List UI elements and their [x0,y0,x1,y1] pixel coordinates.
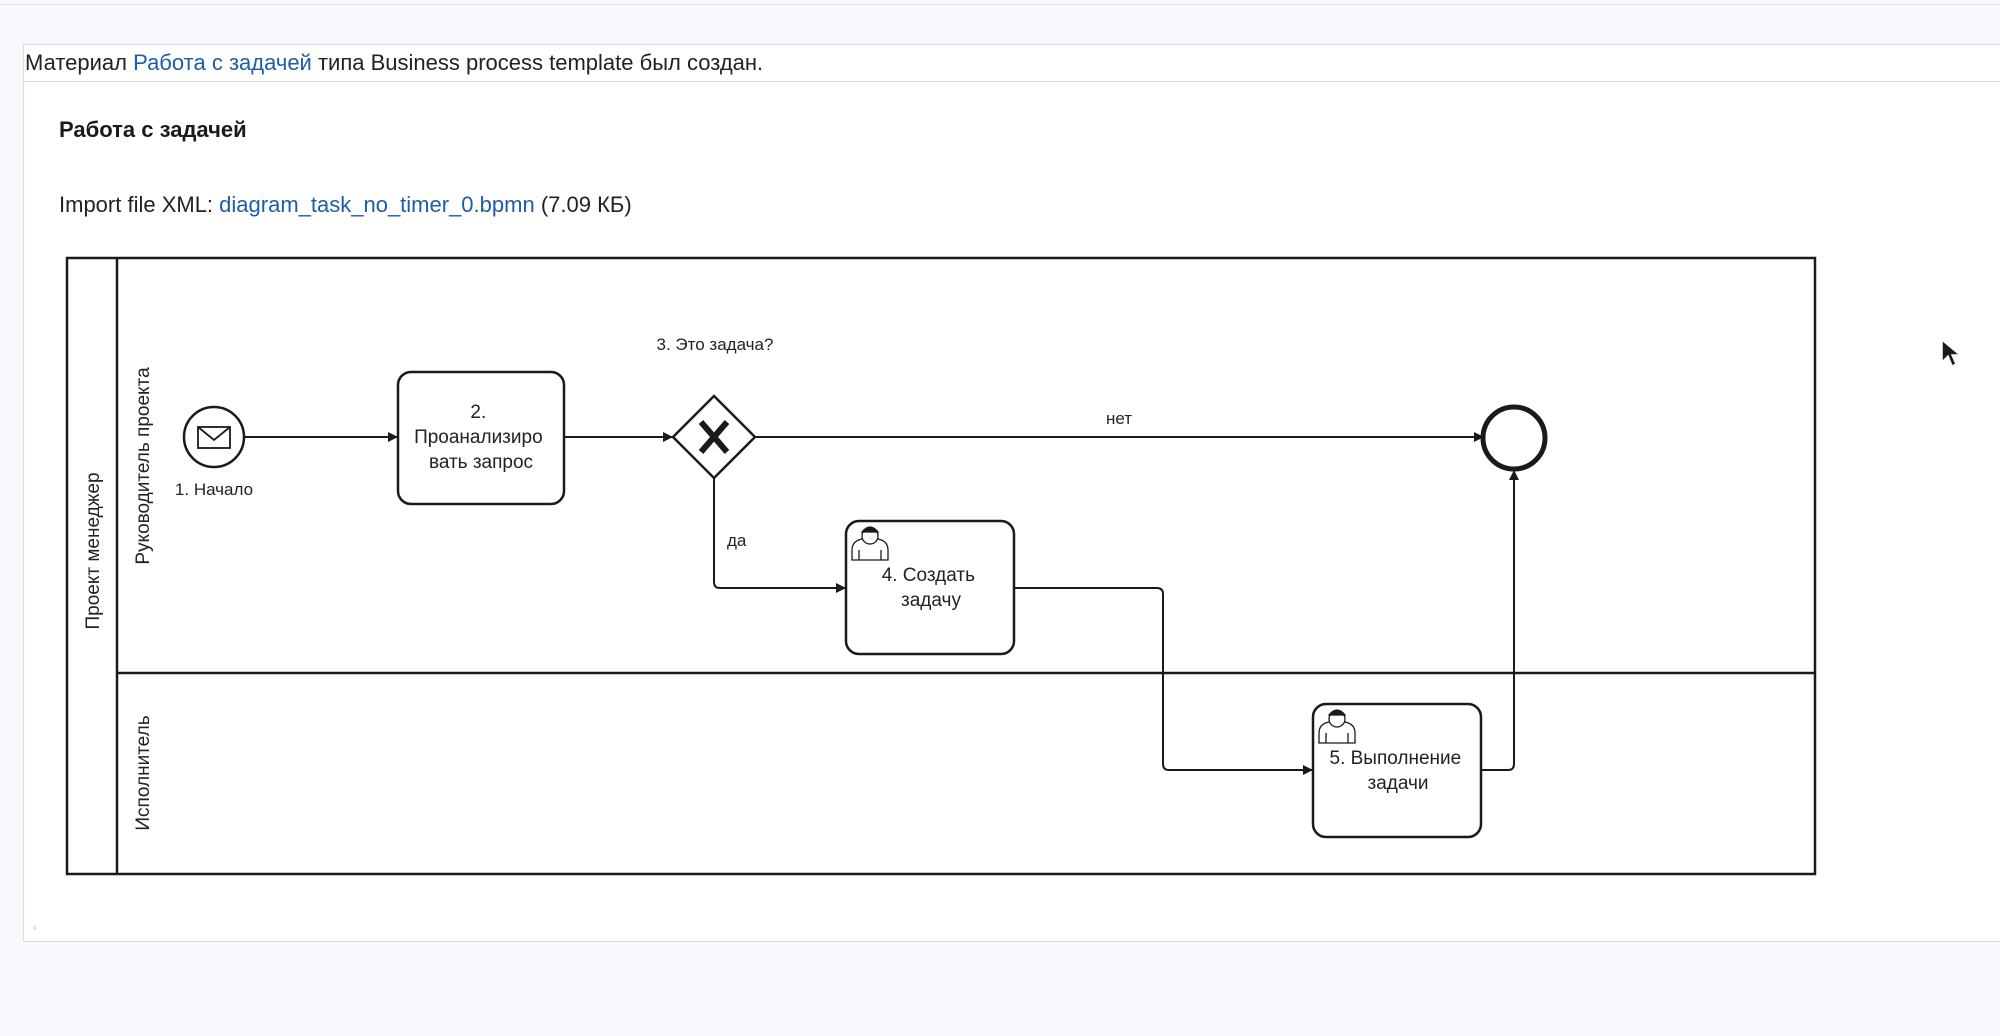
task-create-task[interactable]: 4. Создать задачу [844,519,1016,656]
task-analyze-line2: Проанализиро [414,427,543,448]
user-icon [851,526,889,561]
end-event[interactable] [1480,404,1548,472]
top-divider [0,4,2000,5]
gateway-label: 3. Это задача? [657,335,774,354]
flow-create-to-execute[interactable] [1014,587,1313,775]
bpmn-file-link[interactable]: diagram_task_no_timer_0.bpmn [219,192,535,217]
task-execute-line1: 5. Выполнение [1330,748,1462,769]
envelope-icon [197,426,231,449]
sequence-flows [245,432,1519,775]
user-icon [1318,709,1356,744]
flow-execute-to-end[interactable] [1481,470,1519,771]
lane-executor-label: Исполнитель [133,715,154,830]
task-analyze-request[interactable]: 2. Проанализиро вать запрос [396,370,566,506]
scroll-indicator[interactable]: ‹ [33,920,37,934]
status-message: Материал Работа с задачей типа Business … [23,44,2000,82]
import-file-label: Import file XML: [59,192,214,217]
pool: Проект менеджер [65,256,1817,876]
task-analyze-line3: вать запрос [429,452,533,473]
lane-manager: Руководитель проекта [117,367,1815,675]
flow-gateway-to-create[interactable] [713,478,846,593]
svg-text:5. Выполнение задачи: 5. Выполнение задачи [1330,748,1467,794]
message-suffix: типа Business process template был созда… [317,50,764,75]
file-size: (7.09 КБ) [540,192,632,217]
import-file-line: Import file XML: diagram_task_no_timer_0… [59,192,632,218]
x-icon [698,420,730,454]
exclusive-gateway[interactable] [671,394,757,480]
svg-text:4. Создать задачу: 4. Создать задачу [882,565,981,611]
task-execute-task[interactable]: 5. Выполнение задачи [1311,702,1483,839]
page-title: Работа с задачей [59,117,247,142]
task-execute-line2: задачи [1367,773,1428,794]
start-event[interactable] [182,405,246,469]
flow-yes-label: да [727,531,747,550]
lane-manager-label: Руководитель проекта [133,367,154,565]
start-event-label: 1. Начало [175,480,253,499]
content-panel [23,82,2000,942]
mouse-cursor-icon [1941,338,1962,368]
message-prefix: Материал [25,50,127,75]
pool-label: Проект менеджер [83,472,104,629]
task-analyze-line1: 2. [470,402,486,423]
created-node-link[interactable]: Работа с задачей [133,50,312,75]
svg-text:2. Проанализиро ва: 2. Проанализиро вать запрос [414,402,548,473]
task-create-line2: задачу [901,590,961,611]
lane-executor: Исполнитель [133,715,154,830]
flow-no-label: нет [1106,409,1132,428]
task-create-line1: 4. Создать [882,565,975,586]
